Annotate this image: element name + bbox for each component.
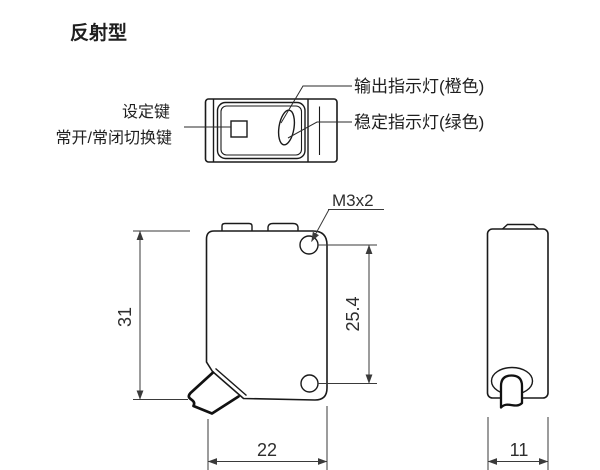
dim-width-value: 22 — [257, 440, 277, 460]
cable-gland — [187, 371, 240, 415]
side-top-bump — [502, 223, 539, 230]
thread-spec-label: M3x2 — [332, 191, 374, 210]
mounting-hole-top — [299, 235, 319, 255]
setting-key-button — [230, 120, 248, 138]
thread-spec-leader-arrow — [311, 209, 330, 242]
top-bump-right — [267, 222, 299, 231]
stability-indicator-label: 稳定指示灯(绿色) — [354, 113, 484, 132]
top-view-panel-outer-border — [216, 101, 306, 160]
front-view: M3x2 31 25.4 22 — [115, 191, 384, 470]
output-indicator-label: 输出指示灯(橙色) — [354, 77, 484, 96]
front-body-outline — [205, 230, 328, 401]
mounting-hole-bottom — [300, 374, 319, 393]
output-indicator-leader-line — [280, 85, 352, 124]
side-view: 11 — [486, 223, 549, 470]
dim-height-value: 31 — [115, 307, 135, 327]
dim-depth-value: 11 — [510, 440, 529, 460]
top-view: 设定键 常开/常闭切换键 输出指示灯(橙色) 稳定指示灯(绿色) — [56, 77, 484, 163]
top-view-panel-inner-border — [220, 105, 303, 156]
no-nc-toggle-label: 常开/常闭切换键 — [56, 129, 172, 147]
stability-indicator-leader-line — [287, 121, 352, 139]
page-title: 反射型 — [70, 21, 127, 44]
side-cable — [499, 374, 524, 409]
dim-hole-pitch-value: 25.4 — [343, 296, 363, 331]
cable-flange-line — [215, 367, 247, 397]
setting-key-label: 设定键 — [122, 103, 170, 121]
indicator-lens-ellipse — [277, 109, 296, 146]
top-view-housing-outline — [204, 98, 338, 163]
top-bump-left — [221, 222, 253, 231]
